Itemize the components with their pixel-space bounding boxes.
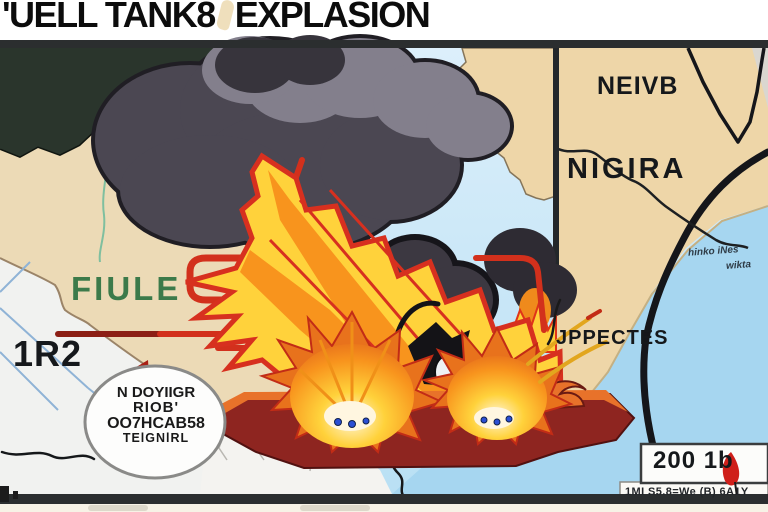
region-label-neivb: NEIVB	[597, 72, 679, 100]
region-border-line	[555, 146, 749, 250]
title-suffix: EXPLASION	[234, 0, 431, 35]
callout-text: N DOYIIGR RIOB' OO7HCAB58 TElGNlRL	[90, 385, 222, 445]
legend-value: 200 1b	[653, 447, 734, 474]
callout-line: RIOB'	[132, 399, 180, 417]
callout-line: N DOYIIGR	[116, 384, 196, 401]
impact-label: JPPECTES	[556, 327, 669, 349]
legend-note: 1MI S5.8=We (B) 6A1Y	[625, 486, 749, 498]
sea-annotation-line2: wikta	[725, 259, 752, 272]
impact-streaks	[526, 298, 608, 384]
fireball-left	[258, 309, 445, 454]
panel-divider	[553, 48, 559, 265]
callout-line: OO7HCAB58	[107, 414, 205, 432]
callout-line: TElGNlRL	[122, 430, 190, 445]
brush-stroke-icon	[215, 0, 236, 32]
northeast-border	[686, 47, 768, 144]
title-prefix: 'UELL TANK8	[2, 0, 216, 35]
road-label-1r2: 1R2	[13, 333, 83, 374]
right-map-panel	[556, 48, 768, 430]
bold-coastline	[640, 148, 768, 498]
speech-bubble	[83, 360, 227, 480]
frame	[0, 40, 768, 512]
region-label-nigira: NIGIRA	[567, 153, 687, 185]
page-title: 'UELL TANK8 EXPLASION	[2, 0, 431, 36]
sea-area	[392, 206, 768, 494]
area-label-fiule: FIULE	[71, 270, 182, 307]
